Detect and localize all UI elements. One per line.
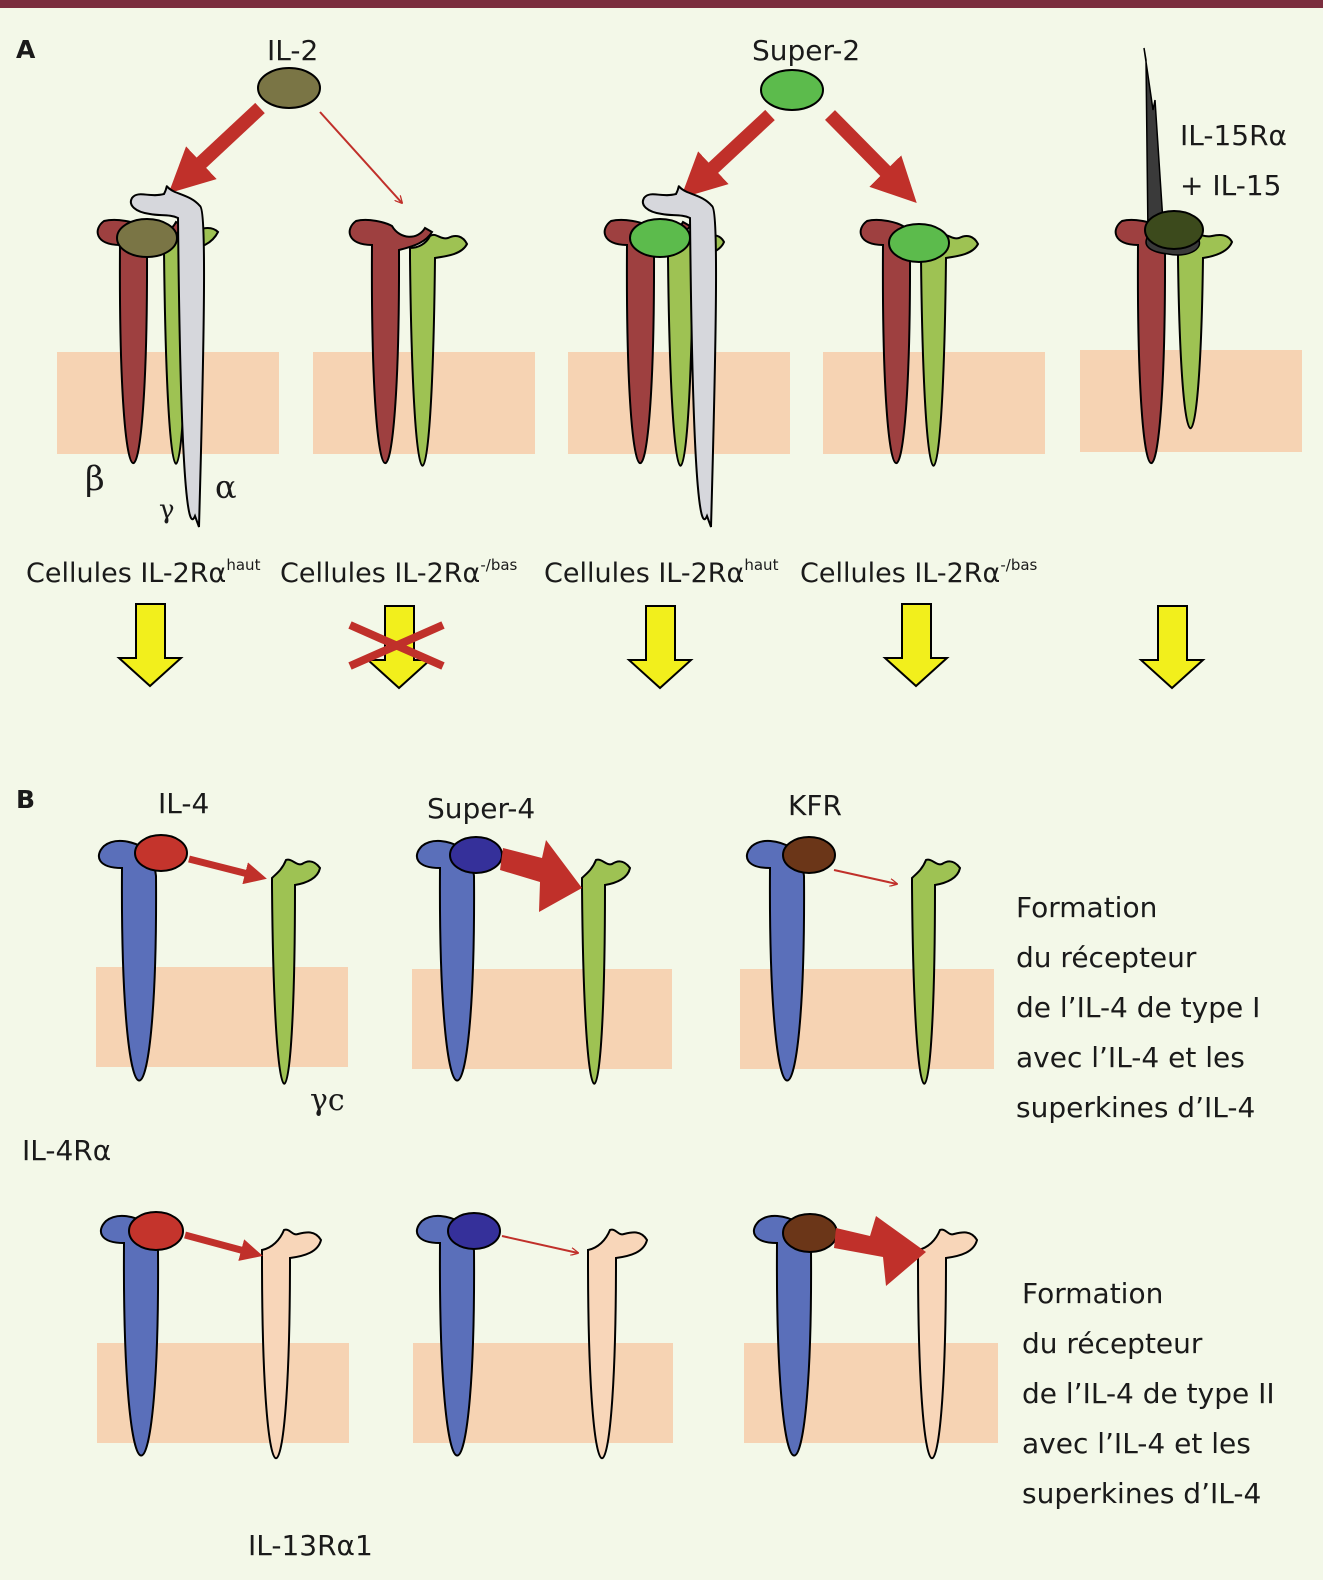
blocked-cross — [348, 621, 445, 670]
il2-strong-arrow — [168, 102, 265, 194]
cell-label-base: Cellules IL-2Rα — [26, 558, 226, 589]
type2-kfr — [752, 1213, 979, 1460]
super4-binding-arrow — [501, 1235, 578, 1253]
svg-text:Cellules IL-2Rα-/bas: Cellules IL-2Rα-/bas — [280, 556, 518, 589]
cell-label-3: Cellules IL-2Rαhaut — [544, 556, 779, 589]
super2-arrow-right — [825, 110, 917, 203]
super4-bound — [447, 1212, 501, 1250]
receptor-il2-high — [96, 185, 220, 528]
type2-il4 — [99, 1211, 323, 1460]
type2-line: du récepteur — [1022, 1327, 1203, 1360]
cell-label-sup: -/bas — [480, 556, 517, 574]
super4-bound — [449, 836, 503, 874]
il15-label: + IL-15 — [1180, 169, 1281, 202]
il4-binding-arrow — [188, 855, 267, 885]
il15-bound — [1144, 210, 1204, 250]
beta-label: β — [85, 459, 105, 499]
signal-arrow — [626, 605, 694, 690]
signal-arrow — [116, 603, 184, 688]
cell-label-4: Cellules IL-2Rα-/bas — [800, 556, 1038, 589]
alpha-chain — [130, 185, 206, 528]
svg-text:Cellules IL-2Rαhaut: Cellules IL-2Rαhaut — [26, 556, 261, 589]
kfr-bound — [782, 836, 836, 874]
il2-label: IL-2 — [267, 34, 318, 67]
svg-text:Cellules IL-2Rα-/bas: Cellules IL-2Rα-/bas — [800, 556, 1038, 589]
receptor-il2-low — [348, 218, 469, 467]
cell-label-base: Cellules IL-2Rα — [800, 558, 1000, 589]
type2-line: Formation — [1022, 1277, 1163, 1310]
cell-label-sup: -/bas — [1000, 556, 1037, 574]
signaling-arrows — [116, 603, 1206, 690]
type2-super4 — [415, 1212, 649, 1460]
il13ra1-label: IL-13Rα1 — [248, 1529, 373, 1562]
il15ra-label: IL-15Rα — [1180, 119, 1287, 152]
il13r-alpha1-chain — [261, 1228, 323, 1460]
gamma-chain — [409, 233, 469, 467]
il4-label: IL-4 — [158, 787, 209, 820]
svg-text:Cellules IL-2Rαhaut: Cellules IL-2Rαhaut — [544, 556, 779, 589]
super4-binding-arrow — [500, 840, 582, 912]
il2-bound — [116, 218, 178, 258]
kfr-label: KFR — [788, 789, 842, 822]
type2-line: superkines d’IL-4 — [1022, 1477, 1261, 1510]
type2-text: Formation du récepteur de l’IL-4 de type… — [1022, 1277, 1275, 1510]
super4-label: Super-4 — [427, 792, 535, 825]
super2-label: Super-2 — [752, 34, 860, 67]
cross-line — [348, 621, 445, 670]
gc-label: γc — [310, 1083, 345, 1118]
gamma-c-chain — [271, 858, 322, 1085]
gamma-c-chain — [581, 858, 632, 1085]
type1-line: du récepteur — [1016, 941, 1197, 974]
receptor-il15 — [1114, 47, 1234, 464]
gamma-c-chain — [911, 858, 962, 1085]
signal-arrow — [1138, 605, 1206, 690]
il4ra-label: IL-4Rα — [22, 1134, 111, 1167]
cell-label-1: Cellules IL-2Rαhaut — [26, 556, 261, 589]
alpha-chain — [642, 185, 718, 528]
kfr-binding-arrow — [834, 1216, 926, 1286]
cell-label-sup: haut — [744, 556, 778, 574]
type1-line: superkines d’IL-4 — [1016, 1091, 1255, 1124]
il2-ligand — [257, 67, 321, 109]
kfr-binding-arrow — [833, 869, 897, 884]
type2-line: de l’IL-4 de type II — [1022, 1377, 1275, 1410]
il4-bound — [128, 1211, 184, 1251]
type1-super4 — [415, 836, 632, 1085]
type1-line: Formation — [1016, 891, 1157, 924]
type1-line: de l’IL-4 de type I — [1016, 991, 1260, 1024]
type1-text: Formation du récepteur de l’IL-4 de type… — [1016, 891, 1260, 1124]
type1-il4 — [97, 834, 322, 1085]
il4-binding-arrow — [184, 1231, 263, 1261]
alpha-label: α — [215, 468, 237, 506]
type2-line: avec l’IL-4 et les — [1022, 1427, 1251, 1460]
type1-kfr — [745, 836, 962, 1085]
il4r-alpha-chain — [97, 840, 158, 1082]
cell-label-sup: haut — [226, 556, 260, 574]
super2-bound — [629, 218, 691, 258]
kfr-bound — [782, 1213, 838, 1253]
top-rule — [0, 0, 1323, 8]
panel-a-label: A — [16, 35, 36, 64]
cell-label-base: Cellules IL-2Rα — [544, 558, 744, 589]
signal-arrow — [882, 603, 950, 688]
il2-weak-arrow — [319, 111, 402, 203]
super2-ligand — [760, 69, 824, 111]
super2-bound — [888, 223, 950, 263]
super2-arrow-left — [680, 109, 775, 199]
gamma-label: γ — [159, 495, 175, 525]
il4-bound — [134, 834, 188, 872]
type1-line: avec l’IL-4 et les — [1016, 1041, 1245, 1074]
receptor-super2-low — [859, 218, 980, 467]
beta-chain — [348, 218, 434, 464]
cell-label-2: Cellules IL-2Rα-/bas — [280, 556, 518, 589]
il13r-alpha1-chain — [587, 1228, 649, 1460]
panel-b-label: B — [16, 785, 35, 814]
cell-label-base: Cellules IL-2Rα — [280, 558, 480, 589]
il13r-alpha1-chain — [917, 1228, 979, 1460]
receptor-super2-high — [603, 185, 726, 528]
